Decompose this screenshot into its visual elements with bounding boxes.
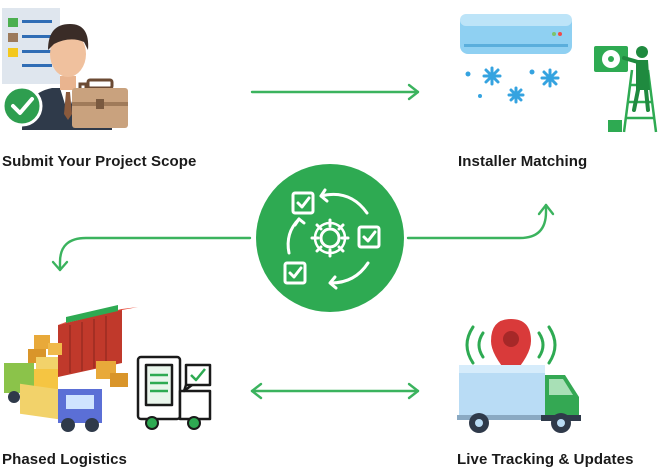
truck-location-pin-icon [457, 319, 581, 433]
step-label-logistics: Phased Logistics [2, 451, 127, 468]
step-label-submit: Submit Your Project Scope [2, 153, 197, 170]
step-label-matching: Installer Matching [458, 153, 588, 170]
arrow-center-to-matching [406, 203, 555, 240]
step-label-tracking: Live Tracking & Updates [457, 451, 634, 468]
businessman-briefcase-icon [1, 8, 128, 130]
arrow-center-to-logistics [51, 236, 252, 272]
warehouse-loading-trucks-icon [4, 305, 212, 432]
air-conditioner-installer-icon [460, 14, 658, 133]
gear-cycle-checklist-icon [256, 164, 404, 312]
arrow-logistics-tracking [250, 382, 420, 400]
arrow-submit-to-matching [250, 83, 420, 101]
